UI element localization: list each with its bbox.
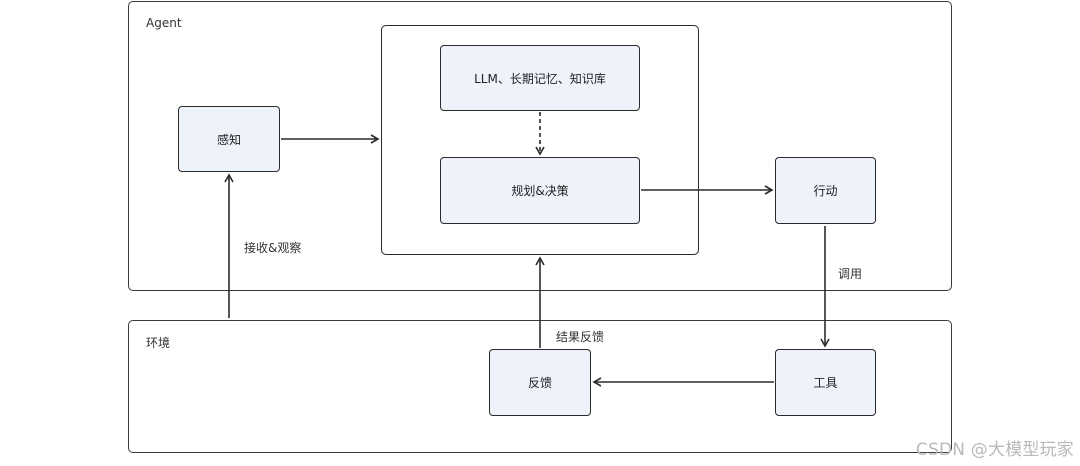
perception-node: 感知 [178, 106, 280, 172]
tools-label: 工具 [813, 376, 838, 390]
perception-label: 感知 [216, 132, 241, 147]
llm-memory-label: LLM、长期记忆、知识库 [474, 71, 606, 86]
action-node: 行动 [775, 157, 876, 224]
watermark: CSDN @大模型玩家 [915, 440, 1074, 460]
environment-frame-label: 环境 [146, 336, 171, 350]
result-feedback-label: 结果反馈 [556, 330, 605, 344]
tools-node: 工具 [775, 349, 876, 416]
llm-memory-node: LLM、长期记忆、知识库 [440, 45, 640, 111]
agent-frame-label: Agent [146, 16, 182, 30]
invoke-label: 调用 [838, 267, 863, 281]
receive-observe-label: 接收&观察 [244, 241, 302, 255]
feedback-label: 反馈 [527, 376, 552, 390]
planning-node: 规划&决策 [440, 157, 640, 224]
feedback-node: 反馈 [489, 349, 591, 416]
action-label: 行动 [813, 184, 838, 198]
planning-label: 规划&决策 [511, 184, 569, 198]
